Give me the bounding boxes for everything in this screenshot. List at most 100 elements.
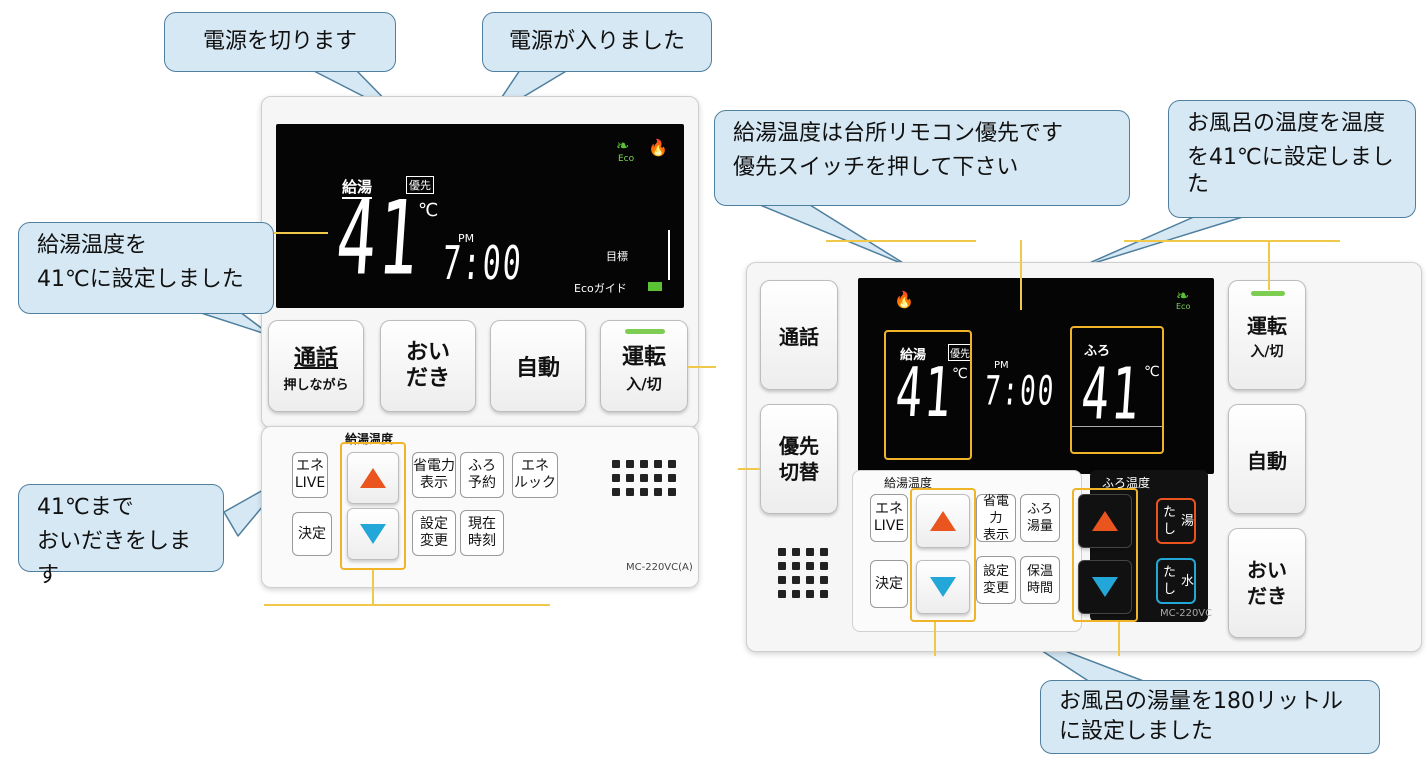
current-time-label-1: 現在 (468, 516, 496, 532)
setting-change-button[interactable]: 設定 変更 (976, 556, 1016, 604)
down-arrow-icon (930, 577, 956, 597)
callout-oidaki: 41℃まで おいだきをします (18, 484, 224, 588)
eco-badge: Eco (1176, 302, 1191, 311)
ene-live-button[interactable]: エネ LIVE (870, 494, 908, 542)
top-center-stem (1020, 240, 1022, 310)
power-save-display-button[interactable]: 省電力 表示 (412, 452, 456, 498)
pointer-bath-temp (1077, 215, 1247, 269)
flame-icon: 🔥 (648, 138, 668, 157)
up-arrow-icon (930, 511, 956, 531)
oidaki-label-1: おい (1247, 558, 1287, 582)
callout-bath-volume-line1: お風呂の湯量を180リットル (1059, 689, 1343, 714)
power-label: 運転 (621, 344, 666, 370)
bottom-right-stem (1118, 622, 1120, 656)
kyuto-temp-up-button[interactable] (347, 452, 399, 504)
bath-volume-button[interactable]: ふろ 湯量 (1020, 494, 1060, 542)
callout-power-on: 電源が入りました (482, 12, 712, 72)
power-save-label-2: 表示 (420, 475, 448, 491)
bath-display-highlight (1070, 326, 1164, 454)
oidaki-button[interactable]: おい だき (380, 320, 476, 412)
ene-live-label-2: LIVE (873, 518, 905, 534)
down-arrow-icon (1092, 577, 1118, 597)
keep-warm-button[interactable]: 保温 時間 (1020, 556, 1060, 604)
call-button[interactable]: 通話 (760, 280, 838, 390)
setting-change-button[interactable]: 設定 変更 (412, 510, 456, 556)
bath-temp-down-button[interactable] (1078, 560, 1132, 614)
power-button[interactable]: 運転 入/切 (600, 320, 688, 412)
bath-temp-up-button[interactable] (1078, 494, 1132, 548)
auto-label: 自動 (515, 356, 560, 381)
model-label: MC-220VC (1160, 608, 1213, 619)
current-time-button[interactable]: 現在 時刻 (460, 510, 504, 556)
bath-volume-label-1: ふろ (1026, 502, 1053, 517)
power-button[interactable]: 運転 入/切 (1228, 280, 1306, 390)
ene-look-label-2: ルック (514, 475, 556, 491)
callout-bath-temp-line2: を41℃に設定しまし (1187, 145, 1394, 170)
eco-leaf-icon: ❧ (616, 136, 630, 155)
eco-leaf-icon: ❧ (1176, 286, 1190, 305)
bottom-left-stem (934, 622, 936, 656)
up-arrow-icon (1092, 511, 1118, 531)
call-label: 通話 (779, 324, 819, 349)
target-gauge (668, 230, 670, 280)
auto-button[interactable]: 自動 (1228, 404, 1306, 514)
oidaki-button[interactable]: おい だき (1228, 528, 1306, 638)
power-sublabel: 入/切 (1250, 343, 1284, 360)
priority-badge: 優先 (406, 176, 434, 194)
kyuto-unit: ℃ (952, 366, 968, 382)
left-power-line (688, 366, 716, 368)
callout-priority-line1: 給湯温度は台所リモコン優先です (733, 121, 1064, 146)
ene-live-label-1: エネ (875, 501, 903, 517)
left-temp-marker (274, 232, 328, 234)
power-save-label-2: 表示 (982, 527, 1009, 543)
top-left-line (826, 240, 976, 242)
bath-label: ふろ (1084, 344, 1111, 359)
power-save-label-1: 省電力 (982, 493, 1009, 526)
add-water-label-1: たし (1162, 565, 1176, 597)
up-arrow-icon (360, 468, 386, 488)
priority-switch-button[interactable]: 優先 切替 (760, 404, 838, 514)
ene-look-button[interactable]: エネ ルック (512, 452, 558, 498)
oidaki-label-1: おい (405, 340, 450, 365)
confirm-button[interactable]: 決定 (292, 512, 332, 556)
add-hot-water-button[interactable]: たし 湯 (1156, 498, 1196, 544)
confirm-button[interactable]: 決定 (870, 560, 908, 608)
callout-power-off: 電源を切ります (164, 12, 396, 72)
add-hot-label-2: 湯 (1180, 513, 1194, 529)
kyuto-temp-down-button[interactable] (916, 560, 970, 614)
kyuto-temperature: 41 (332, 178, 425, 299)
call-button[interactable]: 通話 押しながら (268, 320, 364, 412)
keep-warm-label-1: 保温 (1026, 564, 1053, 579)
left-remote-display: ❧ Eco 🔥 給湯 優先 41 ℃ PM 7:00 目標 Ecoガイド (276, 124, 684, 308)
target-label: 目標 (606, 250, 628, 263)
ampm-label: PM (994, 360, 1009, 371)
callout-bath-temp-line1: お風呂の温度を温度 (1187, 111, 1386, 136)
ene-live-button[interactable]: エネ LIVE (292, 452, 328, 498)
auto-button[interactable]: 自動 (490, 320, 586, 412)
ampm-label: PM (458, 232, 475, 245)
power-save-display-button[interactable]: 省電力 表示 (976, 493, 1016, 543)
callout-oidaki-line2: おいだきをします (37, 529, 192, 588)
bath-reserve-label-2: 予約 (468, 475, 496, 491)
kyuto-temp-down-button[interactable] (347, 508, 399, 560)
power-save-label-1: 省電力 (413, 458, 455, 474)
callout-bath-volume-line2: に設定しました (1059, 719, 1214, 744)
kyuto-temp-up-button[interactable] (916, 494, 970, 548)
confirm-label: 決定 (875, 575, 903, 592)
bath-reserve-button[interactable]: ふろ 予約 (460, 452, 504, 498)
kyuto-temp-label: 給湯温度 (884, 476, 933, 490)
priority-label-1: 優先 (779, 434, 819, 458)
callout-priority: 給湯温度は台所リモコン優先です 優先スイッチを押して下さい (714, 110, 1130, 206)
call-button-label: 通話 (293, 345, 338, 371)
ene-live-label-1: エネ (296, 458, 324, 474)
temperature-unit: ℃ (418, 200, 439, 221)
top-right-line (1124, 240, 1340, 242)
clock-time: 7:00 (440, 237, 525, 292)
priority-label-2: 切替 (779, 460, 819, 484)
callout-bath-temp-line3: た (1187, 172, 1210, 197)
power-led (625, 329, 665, 334)
add-water-button[interactable]: たし 水 (1156, 558, 1196, 604)
kyuto-label: 給湯 (342, 176, 373, 199)
speaker-grille-icon (778, 548, 828, 598)
pointer-priority (759, 204, 909, 267)
